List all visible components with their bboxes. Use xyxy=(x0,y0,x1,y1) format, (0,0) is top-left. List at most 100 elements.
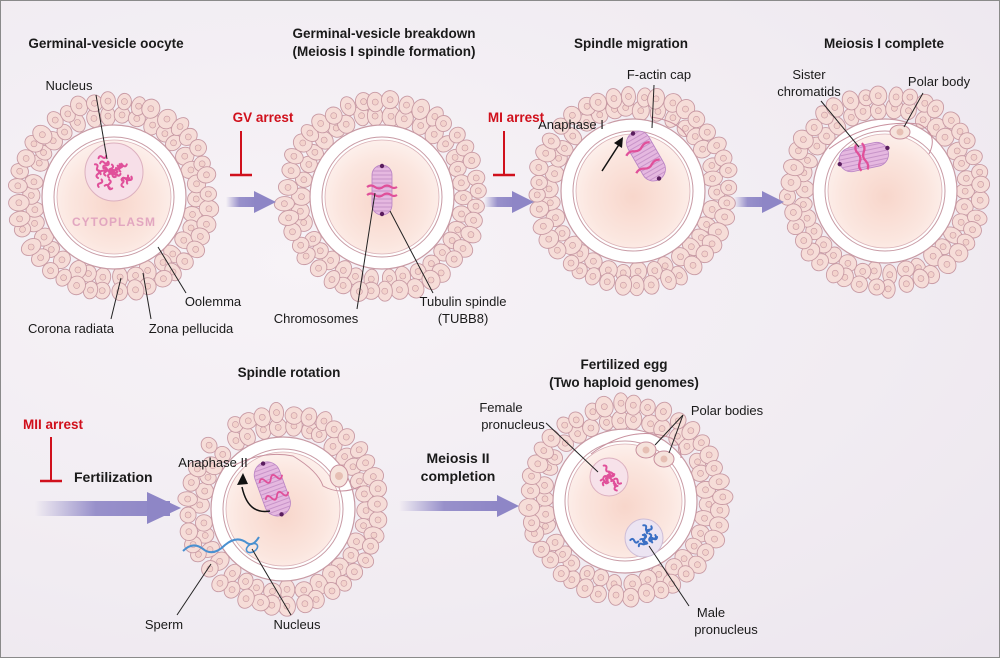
label-female-pronucleus: pronucleus xyxy=(481,417,545,432)
chromosome xyxy=(641,534,648,544)
mi-arrest-inhibitor xyxy=(493,131,515,177)
leader-line xyxy=(176,563,212,616)
leader-line xyxy=(545,422,599,473)
label-chromosomes: Chromosomes xyxy=(274,311,359,326)
chromosome xyxy=(97,154,108,160)
arrow-migration-to-complete xyxy=(734,191,784,213)
anaphase1-spindle xyxy=(625,130,666,182)
stage-title-fertilized-1: Fertilized egg xyxy=(580,357,667,372)
chromosome xyxy=(125,175,133,185)
chromosome xyxy=(107,166,118,173)
meiosis1-spindle xyxy=(366,163,398,217)
leader-line xyxy=(654,414,684,446)
label-chromatids: chromatids xyxy=(777,84,841,99)
cytoplasm-label: CYTOPLASM xyxy=(72,215,156,229)
leader-line xyxy=(251,548,292,616)
label-male: Male xyxy=(697,605,725,620)
chromosome xyxy=(648,536,659,542)
chromosome xyxy=(629,537,640,544)
label-mi-arrest: MI arrest xyxy=(488,110,545,125)
chromosome xyxy=(120,178,125,189)
stage-title-spindle-rotation: Spindle rotation xyxy=(238,365,341,380)
label-male-pronucleus: pronucleus xyxy=(694,622,758,637)
chromosome xyxy=(99,160,109,165)
leader-line xyxy=(110,277,122,320)
leader-line xyxy=(602,123,650,127)
leader-line xyxy=(903,92,924,128)
label-female: Female xyxy=(479,400,522,415)
leader-line xyxy=(648,545,690,607)
chromosome xyxy=(99,166,107,176)
gv-nucleus xyxy=(84,142,144,202)
male-pronucleus xyxy=(624,518,664,558)
chromosome xyxy=(612,482,618,492)
stage-title-fertilized-2: (Two haploid genomes) xyxy=(549,375,699,390)
label-tubulin-spindle: Tubulin spindle xyxy=(420,294,507,309)
oocyte-meiosis1-complete xyxy=(778,85,991,299)
arrow-fertilization xyxy=(35,492,181,524)
polar-body xyxy=(232,453,362,492)
label-nucleus-sperm: Nucleus xyxy=(274,617,321,632)
chromosome xyxy=(104,169,115,175)
anaphase2-spindle xyxy=(253,461,291,517)
chromosome xyxy=(102,161,110,170)
label-zona-pellucida: Zona pellucida xyxy=(149,321,234,336)
gv-arrest-inhibitor xyxy=(230,131,252,177)
oocyte-spindle-rotation xyxy=(177,402,388,617)
sister-chromatids-spindle xyxy=(837,141,890,173)
chromosome xyxy=(642,524,650,533)
leader-line xyxy=(668,414,684,454)
chromosome xyxy=(96,178,104,188)
leader-line xyxy=(95,94,108,160)
leader-line xyxy=(820,100,860,148)
leader-line xyxy=(157,246,187,294)
label-completion: completion xyxy=(421,468,496,484)
factin-cap-outline xyxy=(650,116,688,138)
chromosome xyxy=(120,174,130,182)
label-tubb8: (TUBB8) xyxy=(438,311,489,326)
leader-line xyxy=(142,272,152,320)
chromosome xyxy=(605,473,616,479)
label-mii-arrest: MII arrest xyxy=(23,417,84,432)
polar-bodies xyxy=(590,433,682,468)
stage-title-gvbd-2: (Meiosis I spindle formation) xyxy=(292,44,475,59)
label-polar-bodies: Polar bodies xyxy=(691,403,764,418)
label-oolemma: Oolemma xyxy=(185,294,242,309)
chromosome xyxy=(613,477,623,485)
arrow-gvbd-to-migration xyxy=(484,191,534,213)
label-anaphase2: Anaphase II xyxy=(178,455,247,470)
label-corona-radiata: Corona radiata xyxy=(28,321,115,336)
stage-title-gvbd-1: Germinal-vesicle breakdown xyxy=(292,26,475,41)
chromosome xyxy=(609,471,614,481)
leader-line xyxy=(651,84,655,129)
label-gv-arrest: GV arrest xyxy=(233,110,294,125)
chromosome xyxy=(118,163,128,168)
anaphase1-arrow xyxy=(601,137,623,172)
rotation-arrow xyxy=(237,473,271,513)
oocyte-spindle-migration xyxy=(528,86,738,297)
label-meiosis2: Meiosis II xyxy=(426,450,489,466)
label-anaphase1: Anaphase I xyxy=(538,117,604,132)
label-sister: Sister xyxy=(792,67,826,82)
chromosomes-cluster xyxy=(93,154,133,191)
chromosome xyxy=(107,168,113,179)
stage-title-spindle-migration: Spindle migration xyxy=(574,36,688,51)
leader-line xyxy=(389,210,434,294)
arrow-gv-to-gvbd xyxy=(226,191,276,213)
label-polar-body: Polar body xyxy=(908,74,971,89)
arrow-meiosis2-completion xyxy=(399,495,519,517)
leader-line xyxy=(356,192,376,310)
mii-arrest-inhibitor xyxy=(40,437,62,483)
label-sperm: Sperm xyxy=(145,617,183,632)
chromosome xyxy=(93,163,101,172)
chromosome xyxy=(602,464,611,473)
label-factin-cap: F-actin cap xyxy=(627,67,691,82)
chromosome xyxy=(599,478,610,485)
stage-title-meiosis1-complete: Meiosis I complete xyxy=(824,36,945,51)
oocyte-fertilized xyxy=(518,392,734,608)
chromosome xyxy=(107,178,112,189)
female-pronucleus xyxy=(589,457,629,497)
label-fertilization: Fertilization xyxy=(74,469,153,485)
